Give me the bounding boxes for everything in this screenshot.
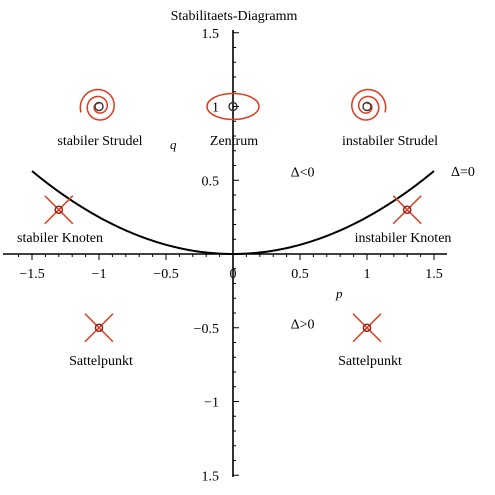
region-label: instabiler Knoten bbox=[355, 231, 452, 246]
spiral-curve bbox=[351, 88, 387, 121]
equilibrium-point bbox=[94, 101, 104, 112]
marker-node bbox=[44, 195, 74, 225]
marker-node bbox=[392, 195, 422, 225]
marker-saddle bbox=[352, 313, 382, 343]
equilibrium-point bbox=[94, 323, 104, 333]
x-tick-label: −1 bbox=[92, 267, 107, 282]
region-label: Zentrum bbox=[210, 134, 258, 149]
region-label: stabiler Knoten bbox=[17, 231, 103, 246]
trajectory-line bbox=[352, 313, 382, 343]
region-label: Sattelpunkt bbox=[338, 354, 402, 369]
trajectory-line bbox=[44, 195, 74, 225]
y-tick-label: 1.5 bbox=[202, 27, 220, 42]
equilibrium-point bbox=[228, 101, 238, 112]
region-label: instabiler Strudel bbox=[342, 134, 438, 149]
orbit-ellipse bbox=[206, 92, 260, 121]
region-label: Sattelpunkt bbox=[69, 354, 133, 369]
y-tick-label: 1 bbox=[212, 101, 219, 116]
label-layer: stabiler Strudel Zentrum instabiler Strude… bbox=[17, 134, 451, 369]
axes: −1.5 −1 −0.5 0 0.5 1 1.5 1.5 1 0.5 −0.5 −1 1.5 bbox=[3, 27, 447, 484]
x-tick-label: 1.5 bbox=[425, 267, 443, 282]
chart-title: Stabilitaets-Diagramm bbox=[171, 9, 298, 24]
x-tick-label: −1.5 bbox=[19, 267, 44, 282]
x-tick-label: 0 bbox=[230, 267, 237, 282]
marker-ellipse bbox=[206, 92, 260, 121]
parabola-layer bbox=[31, 170, 435, 256]
trajectory-line bbox=[392, 195, 422, 225]
region-label: stabiler Strudel bbox=[57, 134, 142, 149]
x-tick-label: −0.5 bbox=[153, 267, 178, 282]
curve-label: Δ=0 bbox=[451, 165, 475, 180]
x-axis-label: p bbox=[335, 286, 343, 301]
x-tick-label: 1 bbox=[364, 267, 371, 282]
marker-saddle bbox=[84, 313, 114, 343]
y-axis-label: q bbox=[170, 137, 177, 152]
equilibrium-point bbox=[54, 205, 64, 215]
discriminant-parabola bbox=[31, 170, 435, 256]
y-tick-label: −1 bbox=[204, 396, 219, 411]
y-tick-label: 1.5 bbox=[202, 469, 220, 484]
equilibrium-point bbox=[402, 205, 412, 215]
discriminant-annotation: Δ>0 bbox=[291, 317, 315, 332]
trajectory-line bbox=[84, 313, 114, 343]
marker-spiral-in bbox=[79, 88, 115, 121]
marker-layer bbox=[44, 88, 422, 343]
discriminant-annotation: Δ<0 bbox=[291, 165, 315, 180]
y-tick-label: −0.5 bbox=[194, 322, 219, 337]
marker-spiral-out bbox=[351, 88, 387, 121]
y-tick-label: 0.5 bbox=[202, 174, 220, 189]
x-tick-label: 0.5 bbox=[291, 267, 309, 282]
equilibrium-point bbox=[362, 101, 372, 112]
spiral-curve bbox=[79, 88, 115, 121]
equilibrium-point bbox=[362, 323, 372, 333]
